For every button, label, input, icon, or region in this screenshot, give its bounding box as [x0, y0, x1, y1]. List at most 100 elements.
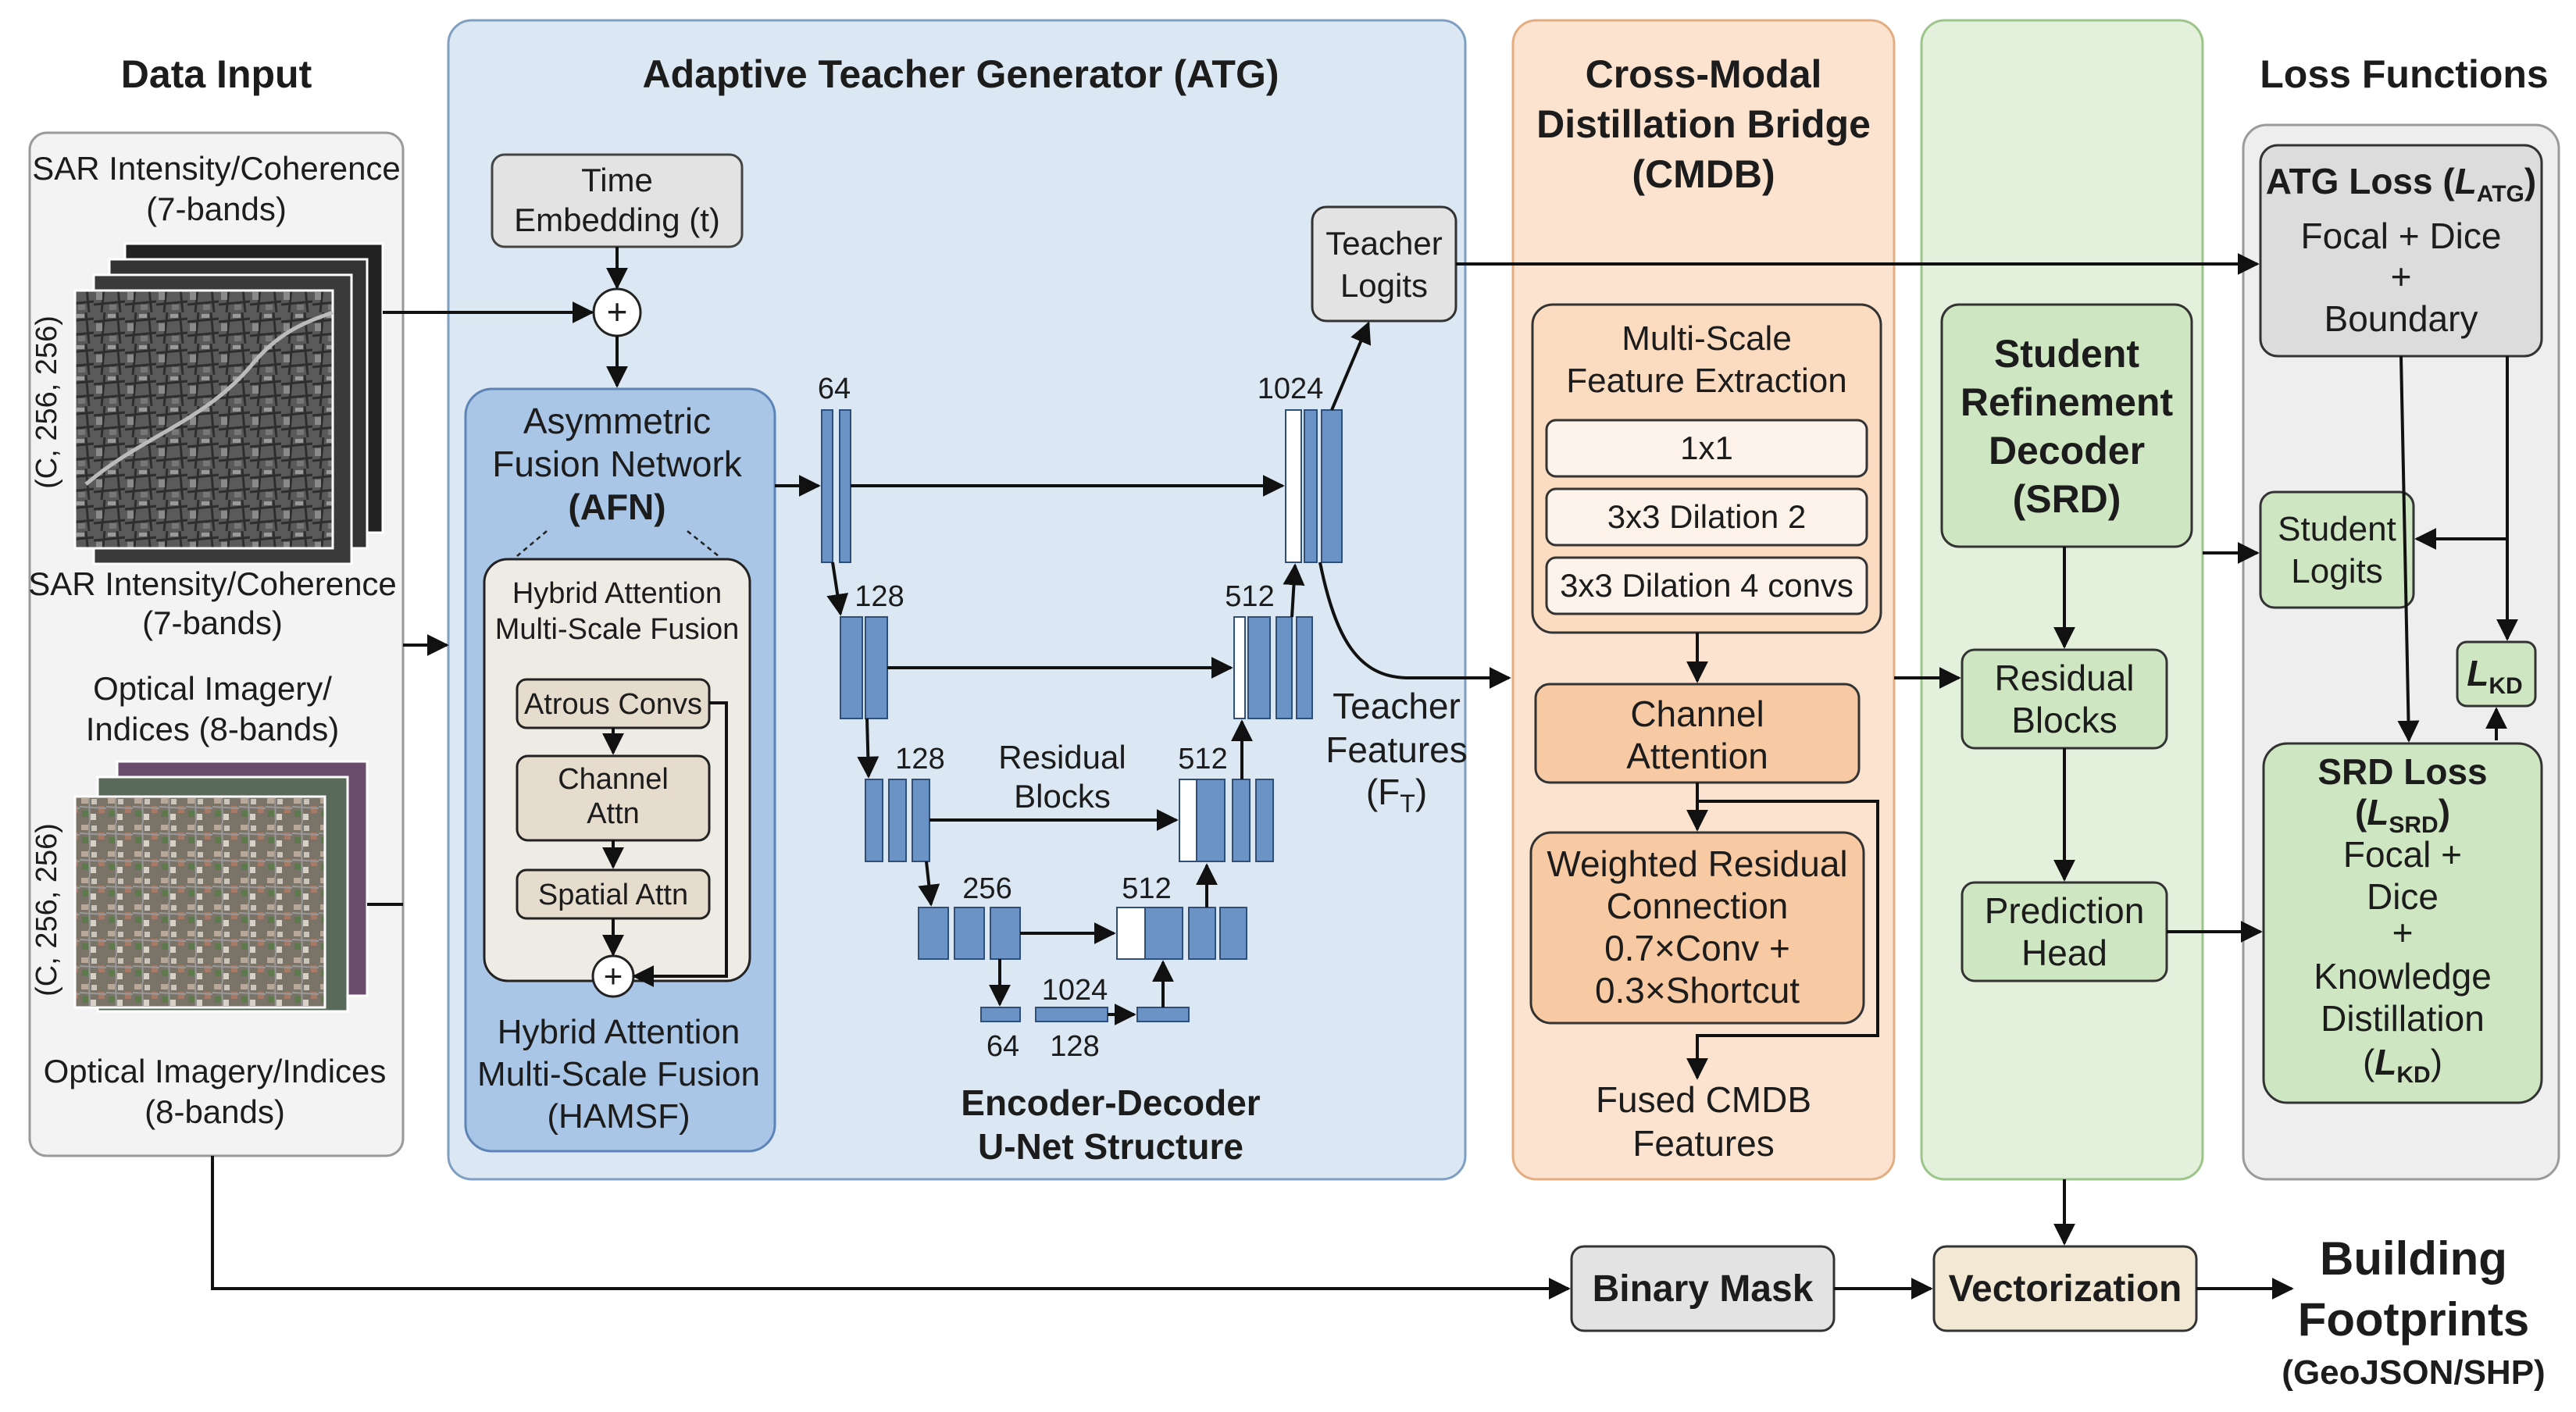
optical-image-stack — [73, 760, 369, 1013]
atg-loss-line-4: Boundary — [2324, 298, 2478, 339]
hamsf-label-3: (HAMSF) — [547, 1097, 690, 1136]
ch-128a: 128 — [855, 580, 904, 613]
student-logits-box — [2259, 490, 2415, 609]
hamsf-inner-label-1: Hybrid Attention — [512, 577, 722, 610]
channel-attention-label-2: Attention — [1626, 736, 1768, 776]
conv-dil2-box — [1545, 487, 1868, 547]
ch-64: 64 — [818, 373, 851, 405]
sum-node-hamsf-plus: + — [604, 957, 623, 994]
ch-64-bottom: 64 — [987, 1030, 1019, 1063]
sar-bottom-label-1: SAR Intensity/Coherence — [28, 565, 397, 602]
teacher-features-label-1: Teacher — [1333, 686, 1461, 726]
ch-512c: 512 — [1225, 580, 1274, 613]
opt-bottom-label-1: Optical Imagery/Indices — [44, 1053, 387, 1089]
prediction-head-label-2: Head — [2021, 932, 2107, 973]
srd-loss-line-6: Knowledge — [2314, 956, 2492, 997]
afn-label-3: (AFN) — [568, 487, 665, 527]
lkd-label: LKD — [2467, 653, 2522, 699]
unet-encoder-blocks — [821, 409, 1190, 1022]
channel-attn-label-1: Channel — [558, 763, 669, 796]
afn-zoom-lines — [516, 530, 719, 557]
opt-top-label-1: Optical Imagery/ — [93, 670, 332, 707]
hamsf-label-1: Hybrid Attention — [498, 1013, 740, 1051]
ch-128b: 128 — [895, 743, 944, 776]
hamsf-label-2: Multi-Scale Fusion — [477, 1055, 760, 1093]
conv-dil4-box — [1545, 556, 1868, 615]
teacher-features-label-2: Features — [1325, 729, 1468, 770]
atg-loss-line-2: Focal + Dice — [2301, 216, 2502, 256]
ch-128-bottom: 128 — [1050, 1030, 1099, 1063]
vectorization-label: Vectorization — [1949, 1268, 2182, 1310]
srd-loss-line-3: Focal + — [2343, 834, 2462, 875]
ch-512b: 512 — [1178, 743, 1227, 776]
fused-cmdb-label-1: Fused CMDB — [1596, 1079, 1811, 1120]
sum-node-top-plus: + — [607, 291, 628, 332]
srd-title-3: Decoder — [1989, 429, 2145, 472]
data-input-title: Data Input — [121, 52, 312, 96]
srd-loss-line-7: Distillation — [2321, 998, 2485, 1039]
residual-blocks-label-1: Residual — [998, 739, 1126, 776]
lkd-box — [2456, 640, 2537, 708]
sar-bottom-label-2: (7-bands) — [142, 604, 283, 641]
srd-loss-line-2: (LSRD) — [2355, 792, 2450, 838]
ch-1024-top: 1024 — [1258, 373, 1324, 405]
cmdb-title-1: Cross-Modal — [1586, 52, 1822, 96]
srd-residual-label-1: Residual — [1995, 658, 2135, 698]
srd-loss-line-1: SRD Loss — [2317, 751, 2487, 792]
srd-loss-line-5: + — [2392, 912, 2414, 953]
sar-image-stack — [73, 242, 384, 565]
unet-decoder-blocks — [1116, 409, 1343, 960]
afn-label-2: Fusion Network — [492, 444, 743, 484]
ch-256: 256 — [962, 872, 1011, 905]
loss-title: Loss Functions — [2260, 52, 2548, 96]
srd-title-box — [1940, 303, 2193, 548]
srd-loss-line-4: Dice — [2367, 876, 2439, 917]
weighted-residual-box — [1529, 831, 1865, 1025]
channel-attention-label-1: Channel — [1630, 694, 1764, 734]
weighted-residual-label-1: Weighted Residual — [1547, 843, 1847, 884]
ch-1024-bottom: 1024 — [1042, 974, 1108, 1007]
msfe-label-1: Multi-Scale — [1622, 319, 1792, 358]
teacher-logits-box — [1311, 205, 1457, 323]
fused-cmdb-label-2: Features — [1632, 1123, 1775, 1164]
building-footprints-label-1: Building — [2320, 1232, 2507, 1285]
student-logits-label-1: Student — [2278, 510, 2396, 548]
time-embedding-label-1: Time — [581, 162, 653, 198]
teacher-logits-label-2: Logits — [1340, 267, 1428, 304]
spatial-attn-label: Spatial Attn — [538, 879, 688, 911]
cmdb-title-3: (CMDB) — [1632, 152, 1775, 196]
srd-title-2: Refinement — [1961, 380, 2174, 424]
teacher-features-label-3: (FT) — [1366, 772, 1427, 818]
conv-1x1-label: 1x1 — [1680, 430, 1733, 466]
channel-attn-label-2: Attn — [587, 797, 640, 830]
binary-mask-label: Binary Mask — [1593, 1268, 1814, 1310]
srd-loss-line-8: (LKD) — [2363, 1042, 2442, 1088]
conv-dil2-label: 3x3 Dilation 2 — [1607, 498, 1806, 535]
afn-label-1: Asymmetric — [523, 401, 711, 441]
weighted-residual-label-4: 0.3×Shortcut — [1595, 970, 1800, 1011]
srd-panel — [1920, 19, 2204, 1181]
msfe-label-2: Feature Extraction — [1566, 362, 1847, 400]
srd-title-4: (SRD) — [2013, 477, 2121, 521]
building-footprints-label-2: Footprints — [2298, 1293, 2530, 1346]
unet-label-2: U-Net Structure — [978, 1126, 1243, 1167]
opt-bottom-label-2: (8-bands) — [144, 1093, 285, 1130]
weighted-residual-label-3: 0.7×Conv + — [1604, 928, 1790, 968]
building-footprints-label-3: (GeoJSON/SHP) — [2282, 1353, 2545, 1392]
conv-dil4-label: 3x3 Dilation 4 convs — [1560, 567, 1854, 604]
connector-arrows — [211, 247, 2518, 1300]
sar-dim-label: (C, 256, 256) — [30, 316, 63, 489]
atg-loss-title: ATG Loss (LATG) — [2266, 161, 2536, 207]
srd-title-1: Student — [1994, 332, 2139, 376]
student-logits-label-2: Logits — [2291, 552, 2382, 590]
srd-loss-box — [2262, 742, 2543, 1104]
srd-residual-label-2: Blocks — [2011, 700, 2117, 740]
conv-1x1-box — [1545, 419, 1868, 478]
atrous-label: Atrous Convs — [524, 688, 702, 721]
opt-dim-label: (C, 256, 256) — [30, 823, 63, 997]
weighted-residual-label-2: Connection — [1607, 886, 1789, 926]
unet-label-1: Encoder-Decoder — [961, 1082, 1261, 1123]
opt-top-label-2: Indices (8-bands) — [86, 711, 340, 747]
residual-blocks-label-2: Blocks — [1014, 778, 1111, 815]
sar-top-label-2: (7-bands) — [146, 191, 287, 227]
